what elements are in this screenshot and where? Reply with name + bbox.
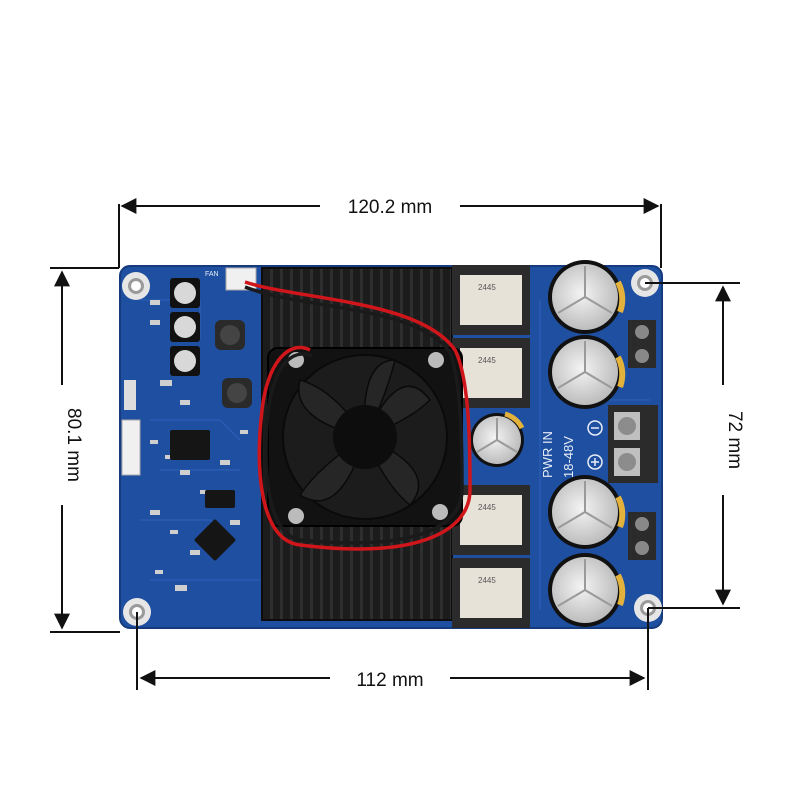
power-input-label: PWR IN 18-48V bbox=[540, 420, 603, 478]
top-width-label: 120.2 mm bbox=[348, 197, 432, 218]
cooling-fan bbox=[267, 347, 463, 527]
voltage-text: 18-48V bbox=[561, 436, 576, 478]
right-height-label: 72 mm bbox=[724, 411, 745, 469]
dimension-labels: 120.2 mm 112 mm 80.1 mm 72 mm bbox=[63, 197, 745, 691]
capacitor-large-3 bbox=[548, 475, 626, 549]
dimension-lines bbox=[50, 198, 740, 690]
inductor-marking-3: 2445 bbox=[478, 503, 496, 512]
side-connectors bbox=[121, 380, 141, 476]
terminal-block-power-input bbox=[608, 405, 658, 483]
smd-capacitors bbox=[170, 278, 200, 376]
power-inductor-4: 2445 bbox=[452, 558, 530, 628]
power-inductors: 2445 2445 2445 2445 bbox=[452, 265, 530, 628]
bottom-width-label: 112 mm bbox=[356, 670, 423, 691]
capacitor-large-4 bbox=[548, 553, 626, 627]
capacitor-medium bbox=[470, 411, 525, 467]
power-inductor-3: 2445 bbox=[452, 485, 530, 555]
left-height-label: 80.1 mm bbox=[63, 408, 84, 482]
fan-label: FAN bbox=[205, 271, 219, 278]
smd-components bbox=[150, 300, 248, 591]
terminal-block-output-2 bbox=[628, 512, 656, 560]
inductor-marking-4: 2445 bbox=[478, 576, 496, 585]
small-inductors bbox=[215, 320, 252, 408]
power-inductor-1: 2445 bbox=[452, 265, 530, 335]
fan-wires bbox=[244, 280, 472, 551]
ic-chips bbox=[170, 430, 236, 561]
pwr-in-text: PWR IN bbox=[540, 431, 555, 478]
fan-screws bbox=[288, 352, 448, 524]
capacitor-large-2 bbox=[548, 335, 626, 409]
inductor-marking-1: 2445 bbox=[478, 283, 496, 292]
mounting-hole-top-left bbox=[122, 272, 150, 300]
inductor-marking-2: 2445 bbox=[478, 356, 496, 365]
terminal-block-output-1 bbox=[628, 320, 656, 368]
capacitor-large-1 bbox=[548, 260, 626, 334]
